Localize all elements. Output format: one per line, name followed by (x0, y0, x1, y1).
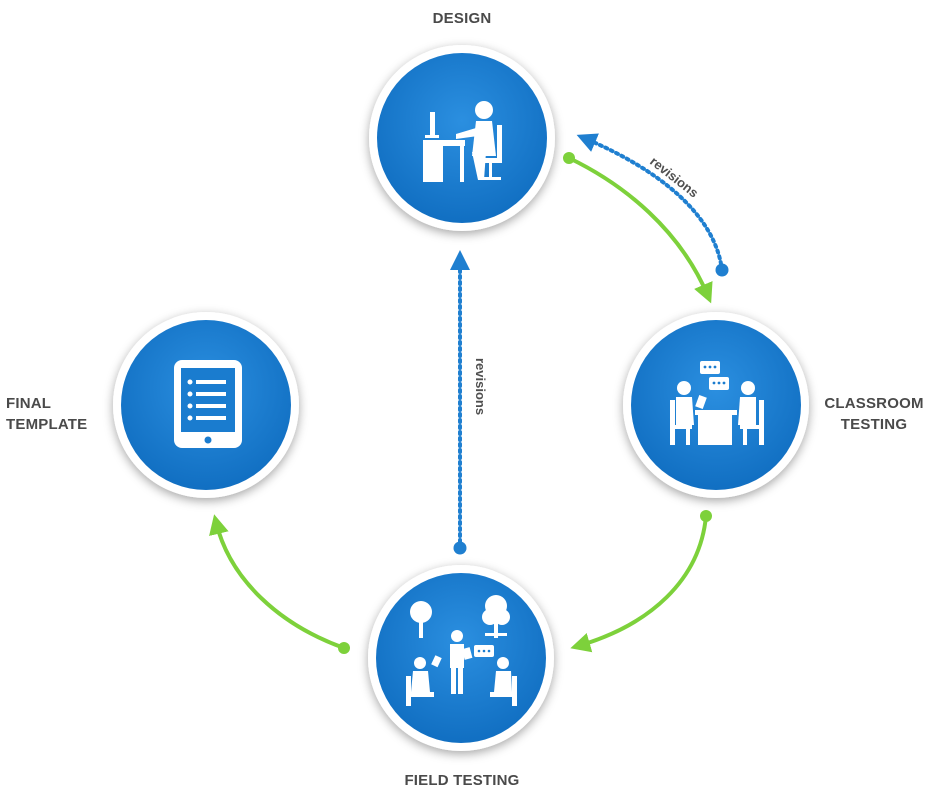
final-label-line1: FINAL (6, 395, 52, 412)
field-testing-label: FIELD TESTING (395, 770, 529, 791)
classroom-label-line2: TESTING (840, 416, 908, 433)
field-testing-stage (368, 565, 554, 751)
classroom-label-line1: CLASSROOM (824, 395, 924, 412)
forward-arrow-classroom-to-field (570, 510, 712, 653)
forward-arrow-design-to-classroom (563, 152, 713, 304)
design-label: DESIGN (420, 8, 504, 29)
revision-arrow-field-to-design: revisions (450, 250, 488, 555)
field-label-text: FIELD TESTING (404, 772, 520, 789)
final-template-stage (113, 312, 299, 498)
design-stage (369, 45, 555, 231)
final-template-label: FINAL TEMPLATE (6, 393, 96, 435)
outdoor-group-icon (406, 595, 517, 706)
final-label-line2: TEMPLATE (6, 416, 88, 433)
classroom-meeting-icon (670, 361, 764, 445)
tablet-checklist-icon (174, 360, 242, 448)
designer-at-desk-icon (423, 101, 502, 182)
classroom-testing-label: CLASSROOM TESTING (818, 393, 930, 435)
forward-arrow-field-to-final (209, 514, 350, 654)
design-label-text: DESIGN (432, 10, 492, 27)
revisions-label-center: revisions (473, 358, 488, 415)
revision-arrow-classroom-to-design: revisions (576, 133, 729, 277)
classroom-testing-stage (623, 312, 809, 498)
